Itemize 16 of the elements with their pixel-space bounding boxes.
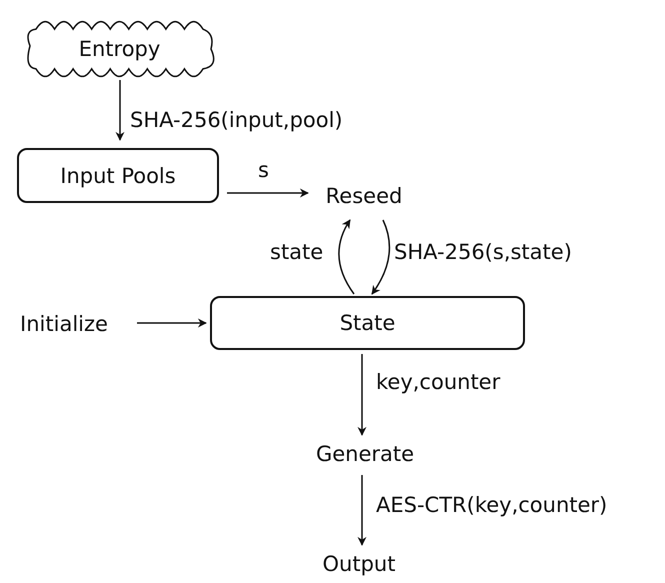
arrow (371, 220, 390, 295)
step-label: Initialize (20, 312, 108, 336)
node-label: Input Pools (60, 164, 176, 188)
arrow (358, 354, 366, 436)
arrow (137, 318, 207, 328)
step-label: Output (322, 552, 396, 576)
step-label: Reseed (326, 184, 402, 208)
process-box (210, 296, 525, 350)
arrow (358, 475, 366, 546)
node-label: State (340, 311, 396, 335)
arrow (227, 188, 309, 198)
step-label: Generate (316, 442, 414, 466)
arrow (116, 80, 124, 141)
node-label: Entropy (78, 37, 160, 61)
process-box (17, 148, 219, 203)
arrow (338, 219, 355, 294)
